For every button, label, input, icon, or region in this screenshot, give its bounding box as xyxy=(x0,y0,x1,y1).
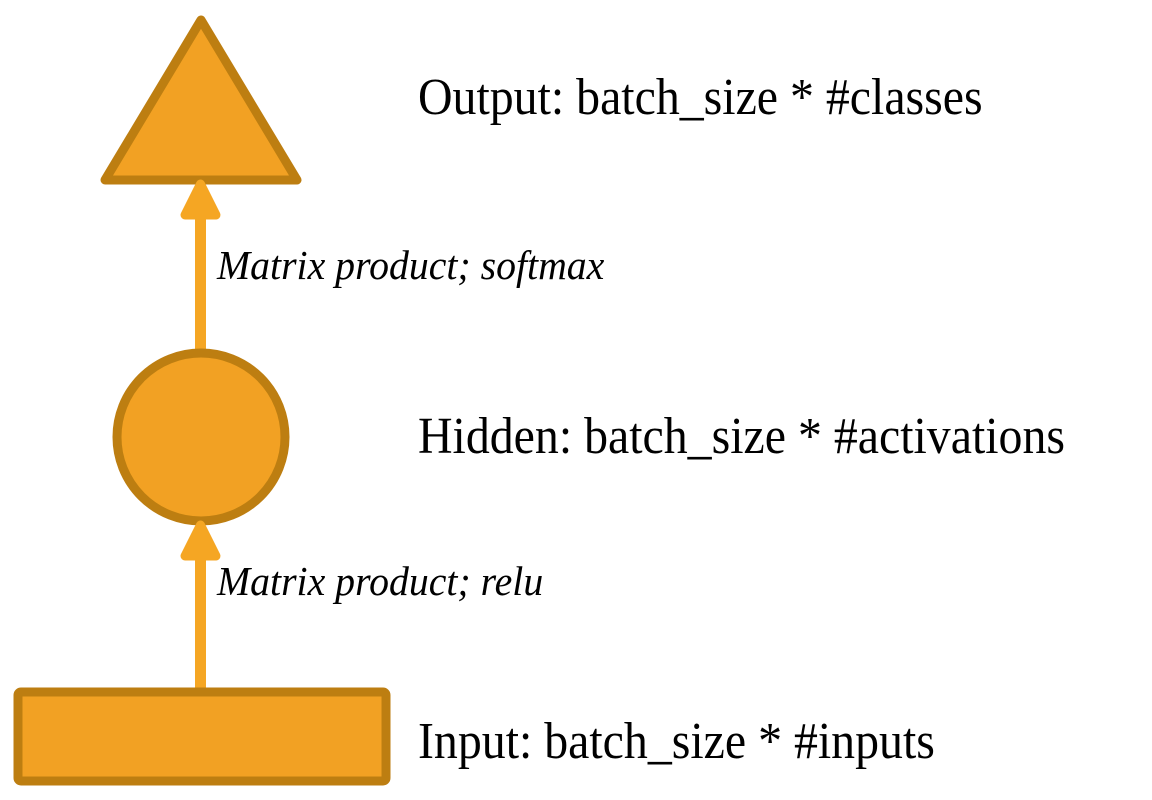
input-node-label: Input: batch_size * #inputs xyxy=(418,713,935,770)
edge-input-to-hidden-label: Matrix product; relu xyxy=(217,558,544,604)
hidden-node-circle[interactable] xyxy=(112,348,290,526)
output-node-triangle[interactable] xyxy=(100,15,302,185)
output-node-label: Output: batch_size * #classes xyxy=(418,69,983,126)
edge-input-to-hidden-arrow[interactable] xyxy=(180,520,221,693)
input-node-rectangle[interactable] xyxy=(13,687,391,786)
edge-hidden-to-output-label: Matrix product; softmax xyxy=(217,242,605,288)
hidden-node-label: Hidden: batch_size * #activations xyxy=(418,408,1065,465)
edge-hidden-to-output-arrow[interactable] xyxy=(180,179,221,355)
